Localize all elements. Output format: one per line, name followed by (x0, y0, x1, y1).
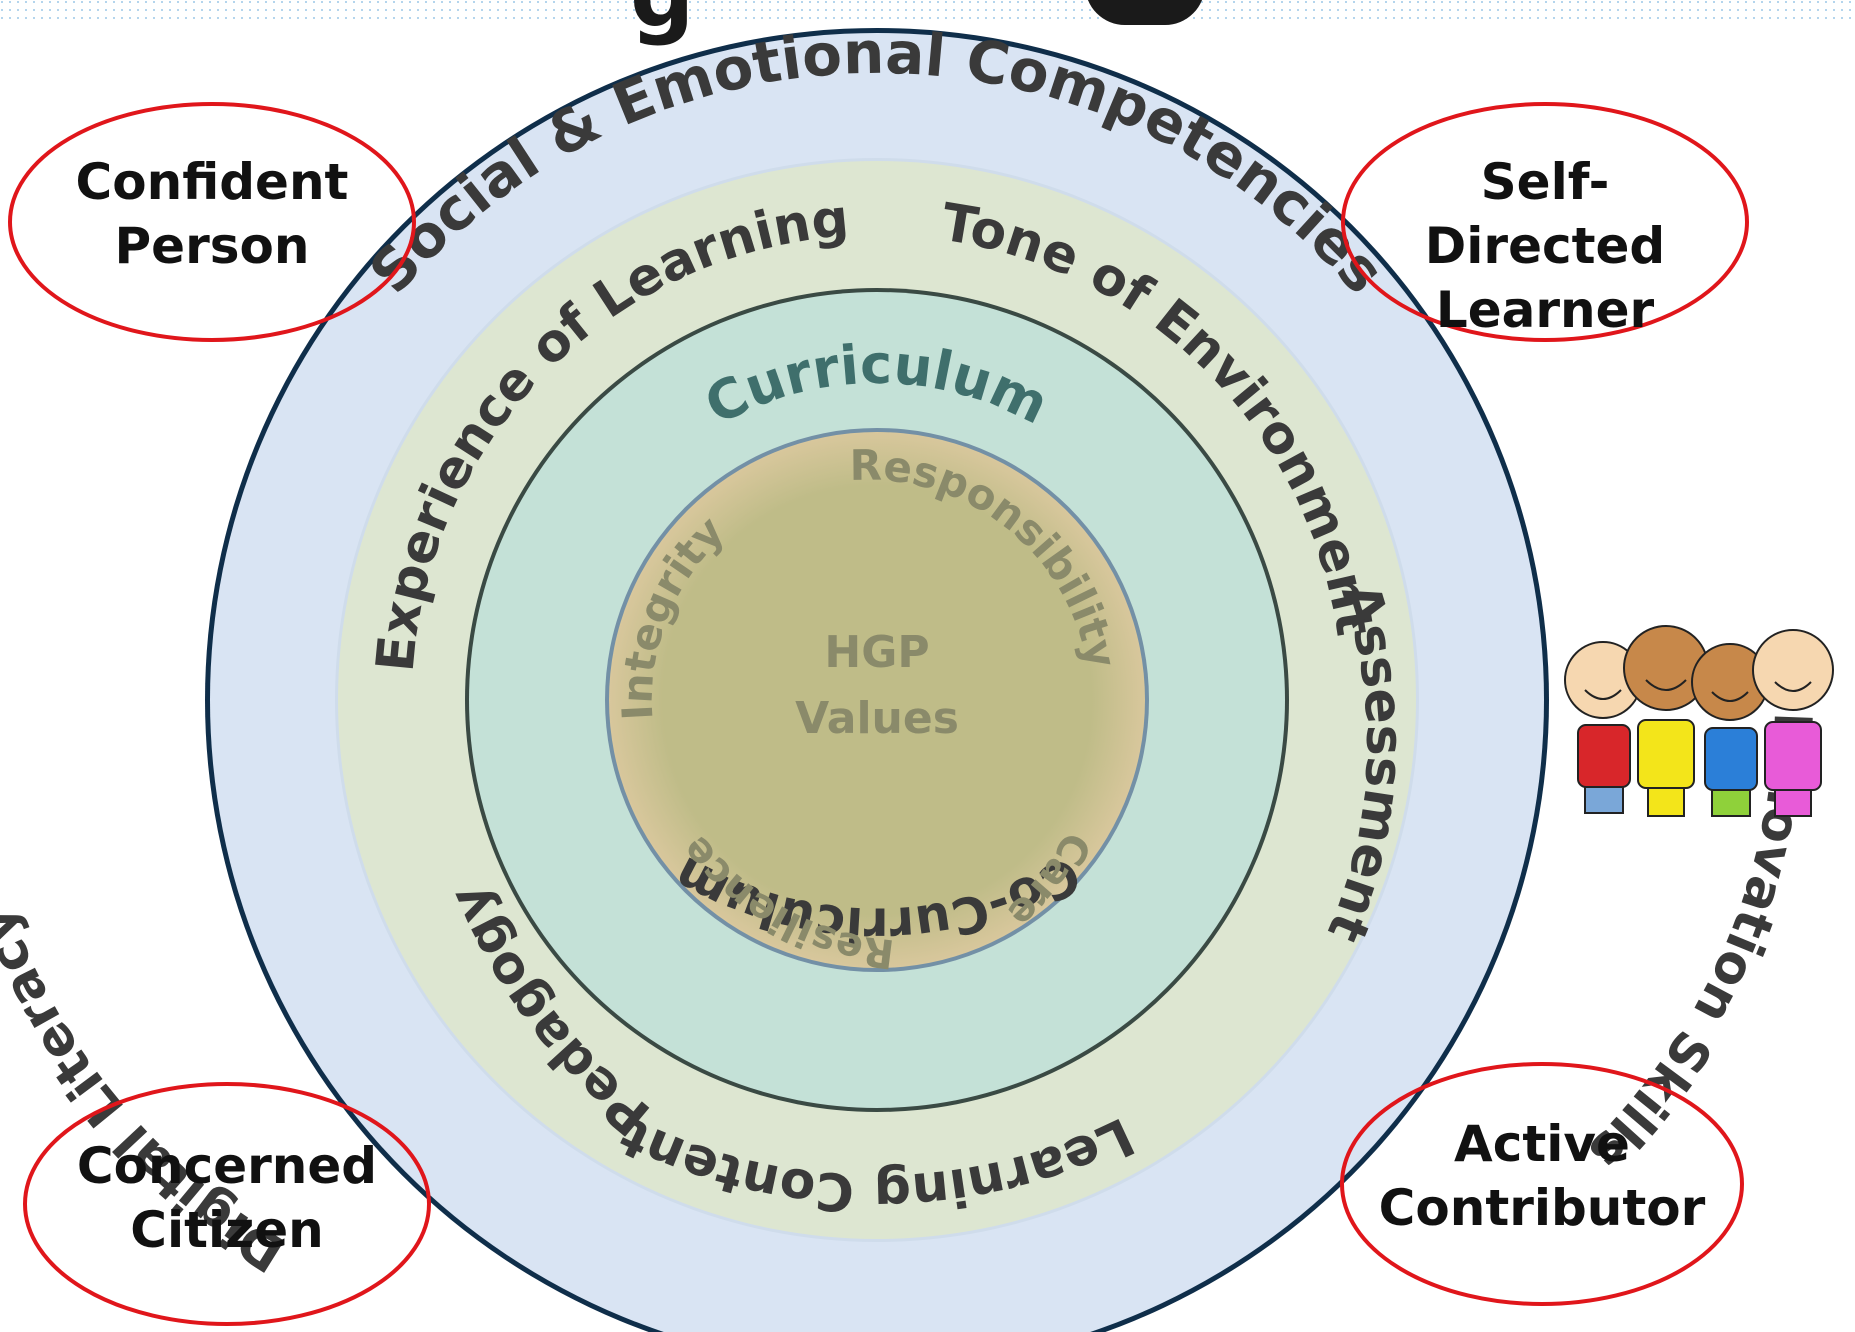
outcome-line: Self-Directed (1424, 153, 1666, 275)
outcome-line: Learner (1435, 281, 1655, 339)
ellipse-self-directed-learner (1341, 102, 1749, 342)
core-circle (609, 432, 1145, 968)
ellipse-confident-person (8, 102, 416, 342)
outcome-line: Contributor (1378, 1179, 1706, 1237)
outcome-line: Confident (75, 153, 349, 211)
header-dot-band (0, 0, 1855, 22)
ellipse-concerned-citizen (23, 1082, 431, 1326)
core-line-1: HGP (824, 627, 930, 678)
core-line-2: Values (795, 693, 959, 744)
kids-illustration (1564, 625, 1834, 817)
outcome-confident-person: Confident Person (42, 150, 382, 278)
ellipse-active-contributor (1340, 1062, 1744, 1306)
core-values-title: HGP Values (757, 620, 997, 752)
outcome-line: Person (114, 217, 310, 275)
title-fragment: g (630, 0, 694, 48)
outcome-active-contributor: Active Contributor (1372, 1112, 1712, 1240)
outcome-self-directed-learner: Self-Directed Learner (1375, 150, 1715, 342)
title-fragment-letter (1087, 0, 1203, 25)
outcome-line: Concerned (76, 1137, 378, 1195)
outcome-line: Citizen (130, 1201, 324, 1259)
outcome-line: Active (1454, 1115, 1630, 1173)
outcome-concerned-citizen: Concerned Citizen (57, 1134, 397, 1262)
